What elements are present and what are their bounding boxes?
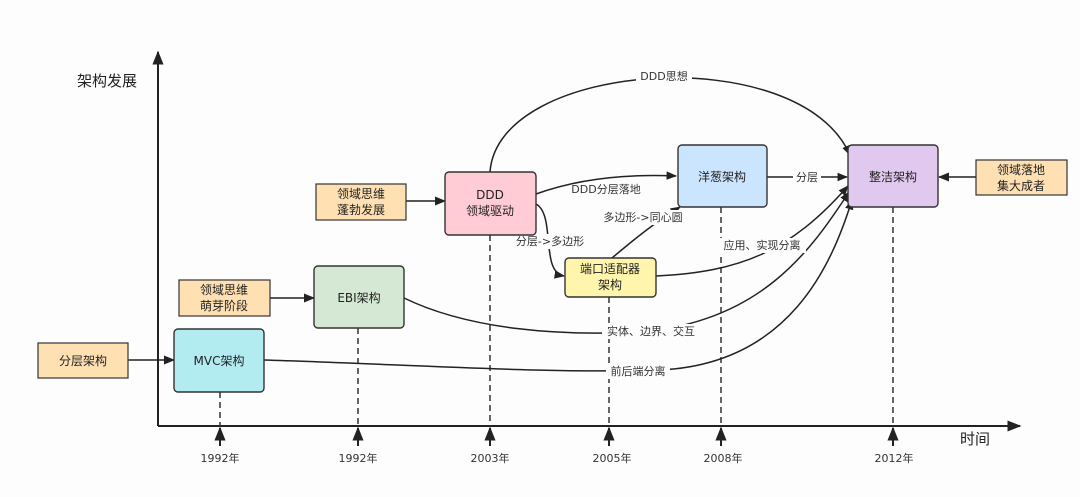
edge-ddd-layer: [535, 171, 678, 195]
node-ebi-architecture: EBI架构: [313, 265, 405, 329]
node-boom-line1: 领域思维: [337, 187, 385, 201]
year-label-6: 2012年: [875, 451, 914, 465]
edge-label-fe-be-split: 前后端分离: [611, 364, 666, 378]
edge-label-ddd-idea: DDD思想: [640, 69, 687, 83]
edge-ddd-idea: [489, 77, 851, 173]
node-ebi-label: EBI架构: [337, 290, 380, 305]
year-label-3: 2003年: [471, 451, 510, 465]
node-ddd-line1: DDD: [476, 188, 504, 202]
node-layered-text: 分层架构: [59, 353, 107, 368]
node-landing-note: 领域落地 集大成者: [975, 159, 1068, 196]
node-ddd-line2: 领域驱动: [466, 204, 514, 218]
node-sprout-line2: 萌芽阶段: [200, 298, 248, 313]
node-hex-line2: 架构: [598, 277, 622, 292]
node-hex-line1: 端口适配器: [580, 262, 640, 276]
node-sprout-line1: 领域思维: [200, 283, 248, 297]
edge-label-layer: 分层: [796, 171, 818, 184]
node-boom-note: 领域思维 蓬勃发展: [315, 183, 407, 221]
node-boom-line2: 蓬勃发展: [337, 202, 385, 217]
edge-label-entity-boundary: 实体、边界、交互: [607, 324, 695, 338]
year-label-5: 2008年: [704, 451, 743, 465]
node-mvc-architecture: MVC架构: [173, 328, 265, 393]
node-onion-label: 洋葱架构: [698, 169, 746, 184]
node-layered-architecture-note: 分层架构: [37, 342, 129, 379]
year-label-4: 2005年: [593, 451, 632, 465]
year-label-2: 1992年: [339, 451, 378, 465]
edge-label-ddd-layer: DDD分层落地: [571, 183, 640, 196]
node-clean-architecture: 整洁架构: [847, 144, 939, 208]
node-mvc-label: MVC架构: [194, 353, 245, 368]
x-axis-label: 时间: [960, 430, 990, 448]
edge-label-app-split: 应用、实现分离: [724, 238, 801, 252]
edge-hex-to-clean: [655, 185, 849, 277]
edge-label-poly-to-circle: 多边形->同心圆: [603, 210, 682, 224]
edge-label-layer-to-poly: 分层->多边形: [516, 234, 584, 248]
node-sprout-note: 领域思维 萌芽阶段: [178, 279, 271, 317]
y-axis-label: 架构发展: [77, 72, 137, 90]
node-ddd: DDD 领域驱动: [444, 171, 537, 236]
year-label-1: 1992年: [201, 451, 240, 465]
node-landing-line2: 集大成者: [997, 178, 1045, 193]
node-hexagonal-architecture: 端口适配器 架构: [564, 257, 657, 298]
node-landing-line1: 领域落地: [997, 163, 1045, 177]
node-onion-architecture: 洋葱架构: [677, 144, 768, 208]
node-clean-label: 整洁架构: [869, 169, 917, 184]
